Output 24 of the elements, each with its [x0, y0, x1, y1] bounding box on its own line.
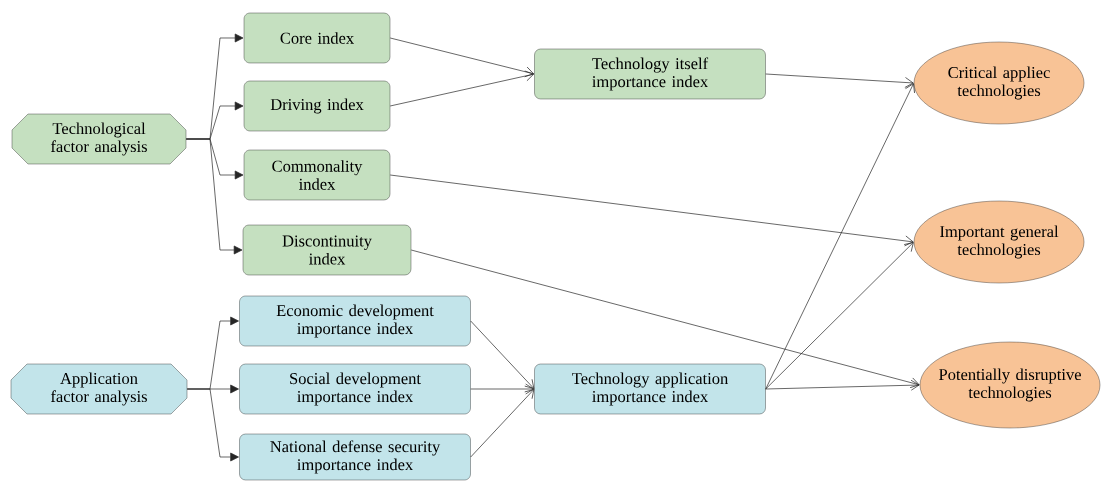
process-box: Economic development importance index: [239, 295, 471, 347]
octagon-box: Technological factor analysis: [11, 113, 187, 165]
process-box: Technology itself importance index: [534, 48, 766, 100]
arrow: [470, 320, 535, 389]
arrow: [765, 379, 920, 391]
process-box: National defense security importance index: [239, 433, 471, 481]
process-box: Commonality index: [243, 149, 391, 201]
process-box: Technology application importance index: [534, 363, 766, 415]
arrow: [186, 388, 239, 462]
arrow: [389, 70, 534, 107]
arrow: [389, 174, 914, 247]
process-box: Core index: [243, 12, 391, 64]
arrow: [765, 242, 914, 390]
arrow: [765, 83, 915, 390]
arrow: [765, 73, 914, 88]
process-box: Discontinuity index: [242, 224, 412, 276]
arrow: [185, 138, 243, 255]
process-box: Driving index: [243, 80, 391, 132]
arrow: [470, 383, 534, 395]
octagon-box: Application factor analysis: [10, 363, 188, 415]
arrow: [470, 389, 535, 458]
process-box: Social development importance index: [239, 363, 471, 415]
arrow: [389, 37, 534, 78]
arrow: [410, 249, 920, 388]
